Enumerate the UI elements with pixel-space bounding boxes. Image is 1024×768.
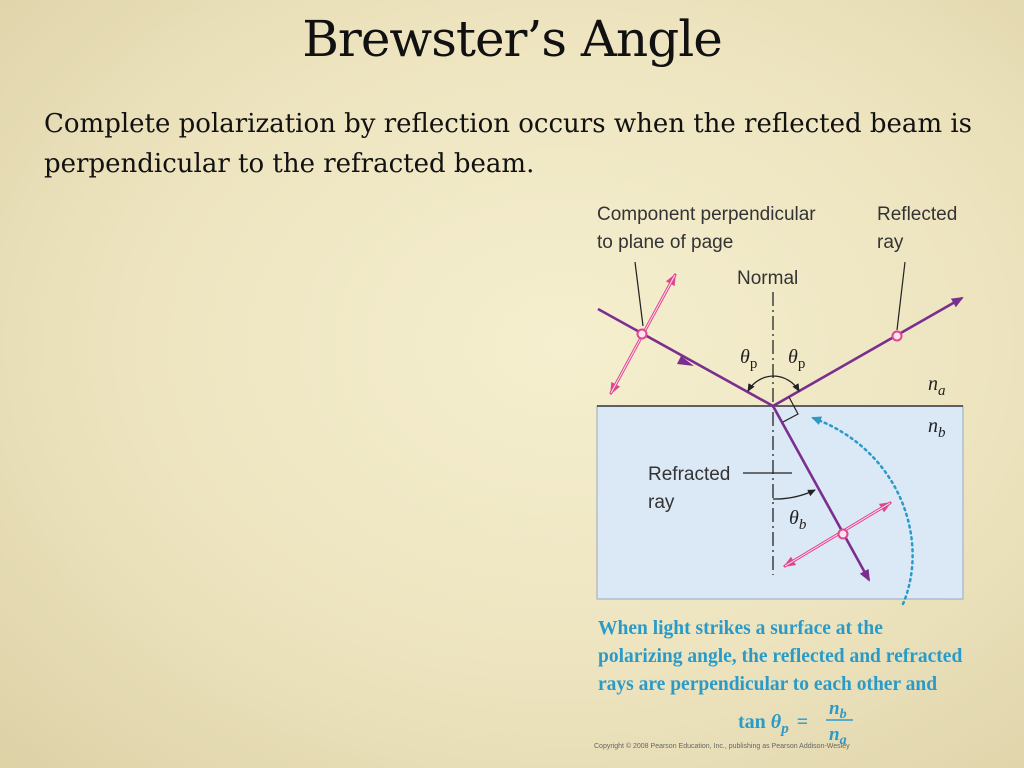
normal-label: Normal xyxy=(737,268,798,289)
reflected-leader-line xyxy=(896,261,906,331)
na-label: na xyxy=(928,373,946,399)
diagram-caption: When light strikes a surface at the pola… xyxy=(598,615,1008,699)
refracted-label-1: Refracted xyxy=(648,464,730,485)
caption-line-1: When light strikes a surface at the xyxy=(598,618,883,639)
body-line-1: Complete polarization by reflection occu… xyxy=(44,109,973,139)
component-label-1: Component perpendicular xyxy=(597,204,816,225)
svg-text:nb: nb xyxy=(829,698,847,722)
svg-text:tan θp=: tan θp= xyxy=(738,711,808,737)
svg-text:na: na xyxy=(829,724,847,748)
component-label-2: to plane of page xyxy=(597,232,733,253)
reflected-label-2: ray xyxy=(877,232,904,253)
reflected-ray xyxy=(772,296,964,408)
theta-b-arc xyxy=(772,489,816,500)
caption-line-3: rays are perpendicular to each other and xyxy=(598,674,938,695)
incident-dot xyxy=(636,328,648,340)
copyright-notice: Copyright © 2008 Pearson Education, Inc.… xyxy=(594,743,850,750)
caption-line-2: polarizing angle, the reflected and refr… xyxy=(598,646,963,667)
refracted-label-2: ray xyxy=(648,492,675,513)
incident-ray-arrowhead xyxy=(677,356,694,366)
nb-label: nb xyxy=(928,415,946,441)
slide-body: Complete polarization by reflection occu… xyxy=(44,104,1004,184)
theta-p-right-label: θp xyxy=(788,346,805,372)
theta-p-left-label: θp xyxy=(740,346,757,372)
refracted-dot xyxy=(837,528,849,540)
component-leader-line xyxy=(634,261,644,327)
body-line-2: perpendicular to the refracted beam. xyxy=(44,149,535,179)
slide-title: Brewster’s Angle xyxy=(302,10,723,68)
theta-b-label: θb xyxy=(789,507,807,533)
brewster-formula: tan θp= nb na xyxy=(738,698,853,748)
reflected-label-1: Reflected xyxy=(877,204,957,225)
caption-pointer-arrow xyxy=(811,416,914,606)
reflected-dot xyxy=(891,330,903,342)
theta-p-arc-left xyxy=(747,375,774,392)
theta-p-arc-right xyxy=(772,375,800,392)
right-angle-marker xyxy=(782,396,799,423)
